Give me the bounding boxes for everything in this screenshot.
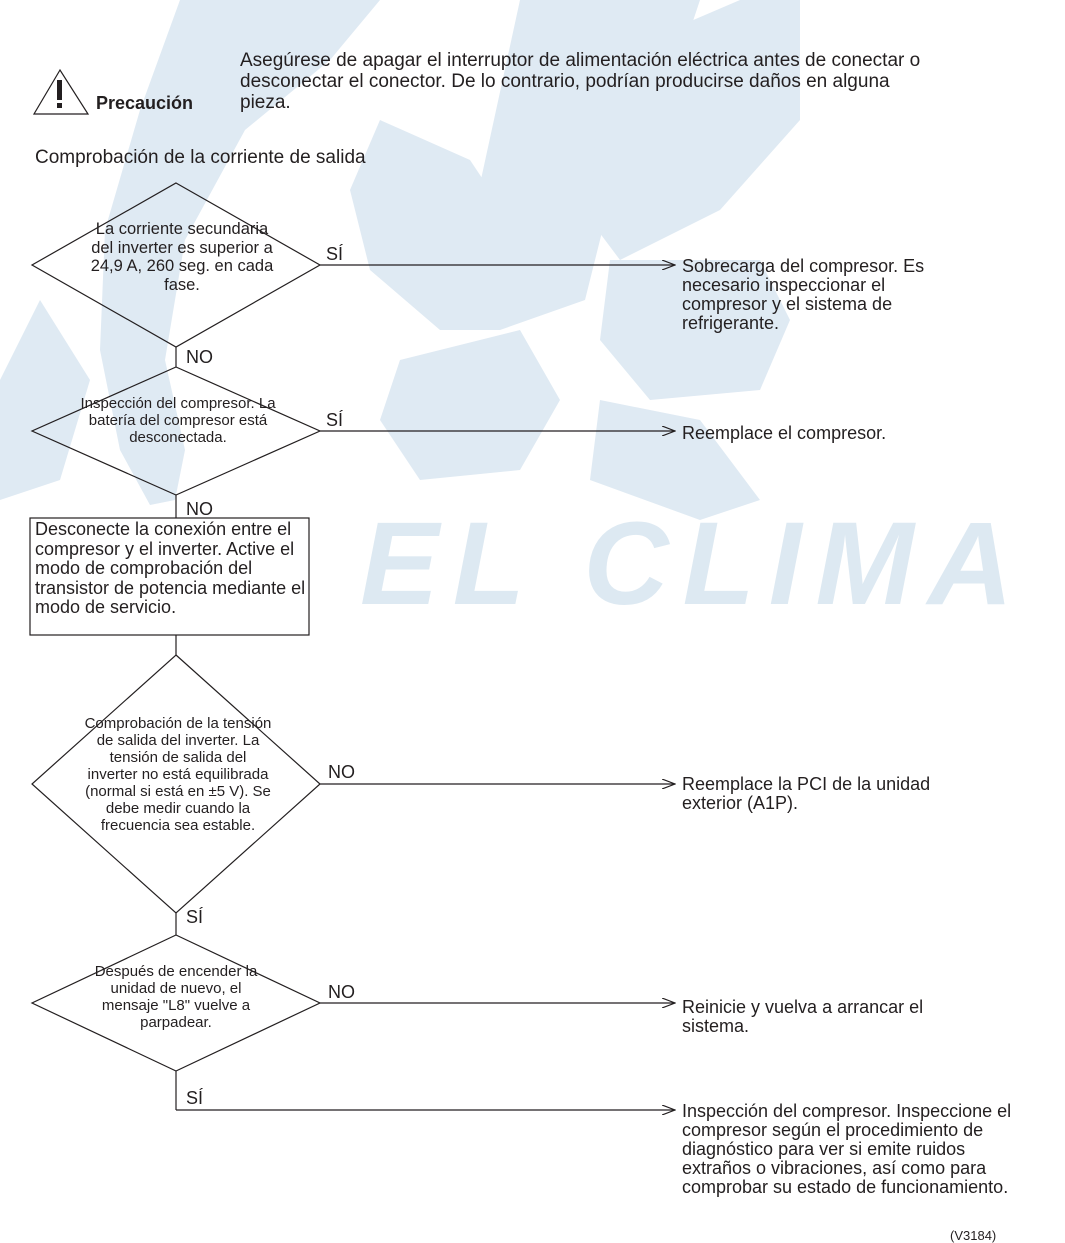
- result-2: Reemplace el compresor.: [682, 423, 887, 443]
- side-label-1: SÍ: [326, 244, 344, 264]
- decision-text-2: Inspección del compresor. La batería del…: [80, 395, 276, 446]
- caution-label: Precaución: [96, 93, 194, 113]
- down-label-1: NO: [186, 347, 213, 367]
- caution-text: Asegúrese de apagar el interruptor de al…: [240, 50, 921, 113]
- process-box-frame: [29, 517, 310, 636]
- down-label-2: NO: [186, 499, 213, 519]
- side-label-2: SÍ: [326, 410, 344, 430]
- decision-text-3: Comprobación de la tensión de salida del…: [84, 715, 272, 834]
- decision-text-4: Después de encender la unidad de nuevo, …: [94, 963, 258, 1031]
- result-5: Inspección del compresor. Inspeccione el…: [682, 1101, 1012, 1197]
- caution-icon: [32, 68, 90, 115]
- side-label-3: NO: [328, 762, 355, 782]
- watermark-text: EL CLIMA: [360, 498, 1028, 630]
- down-label-4: SÍ: [186, 1088, 204, 1108]
- process-box: Desconecte la conexión entre el compreso…: [35, 519, 306, 618]
- side-label-4: NO: [328, 982, 355, 1002]
- result-4: Reinicie y vuelva a arrancar el sistema.: [682, 997, 924, 1036]
- down-label-3: SÍ: [186, 907, 204, 927]
- section-title: Comprobación de la corriente de salida: [35, 147, 366, 168]
- figure-code: (V3184): [950, 1228, 997, 1243]
- decision-text-1: La corriente secundaria del inverter es …: [90, 220, 274, 294]
- result-3: Reemplace la PCI de la unidad exterior (…: [682, 774, 931, 813]
- result-1: Sobrecarga del compresor. Es necesario i…: [682, 256, 925, 333]
